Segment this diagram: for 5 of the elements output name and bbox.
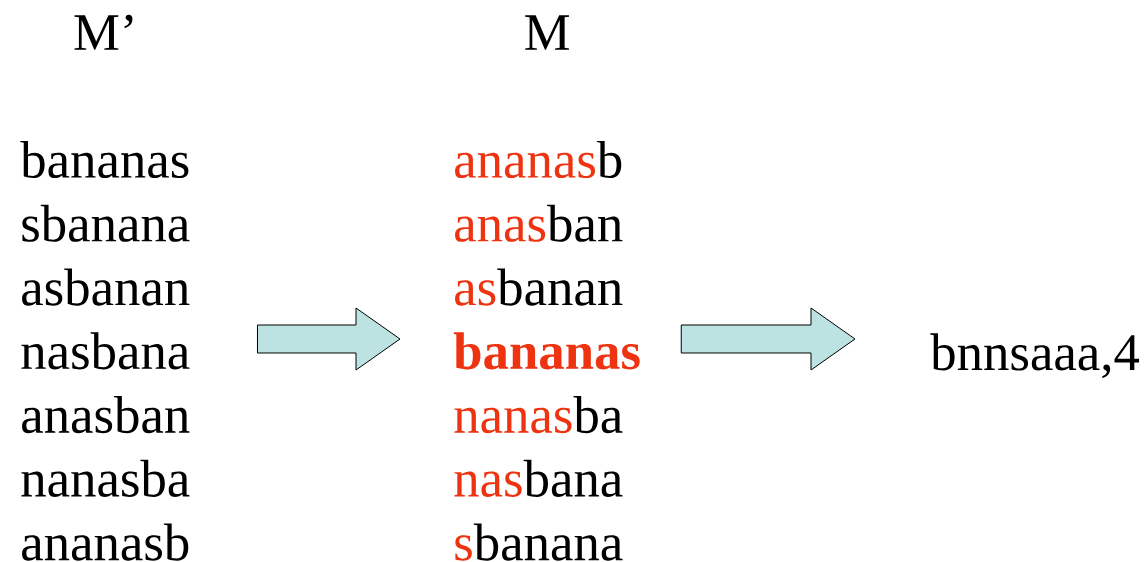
word-column: M’ bananas sbanana asbanan nasbana anasban nanasba ananasb <box>20 14 190 561</box>
word-column: M ananasb anasban asbanan bananas nanasba nasbana sbanana <box>453 15 640 561</box>
block-arrow <box>256 307 401 371</box>
result-text: bnnsaaa,4 <box>930 333 1140 379</box>
block-arrow <box>680 307 856 371</box>
